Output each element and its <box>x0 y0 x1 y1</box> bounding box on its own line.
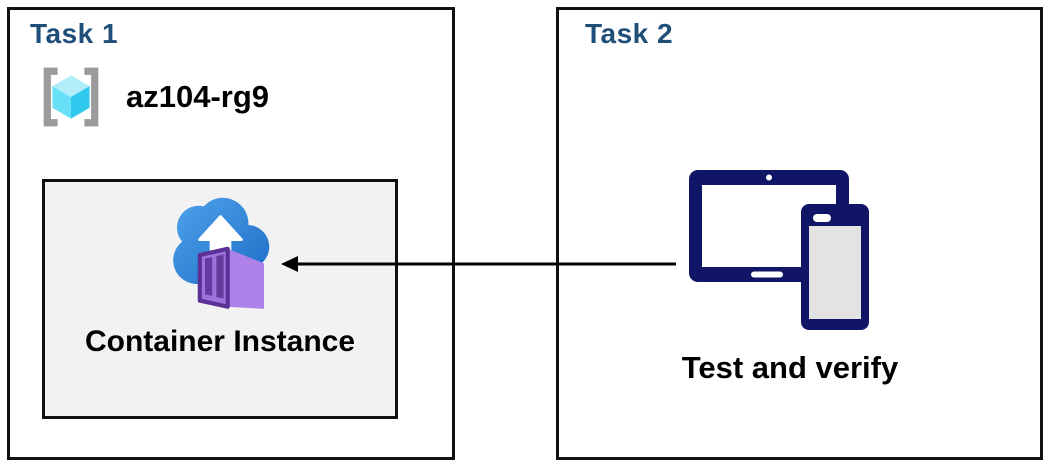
resource-group-name: az104-rg9 <box>126 79 270 114</box>
test-and-verify-label: Test and verify <box>681 350 899 385</box>
connector-arrow <box>281 256 676 272</box>
container-instance-box: Container Instance <box>42 179 398 419</box>
task1-title: Task 1 <box>30 18 119 49</box>
container-instance-label: Container Instance <box>84 325 356 358</box>
task2-box: Task 2 Test and verify <box>556 7 1043 460</box>
resource-group-icon <box>43 67 99 127</box>
task1-box: Task 1 az104-rg9 <box>7 7 455 460</box>
tablet-phone-devices-icon <box>689 170 869 330</box>
resource-group-row: az104-rg9 <box>38 64 269 130</box>
container-instance-icon <box>172 197 269 309</box>
task2-title: Task 2 <box>585 18 674 49</box>
